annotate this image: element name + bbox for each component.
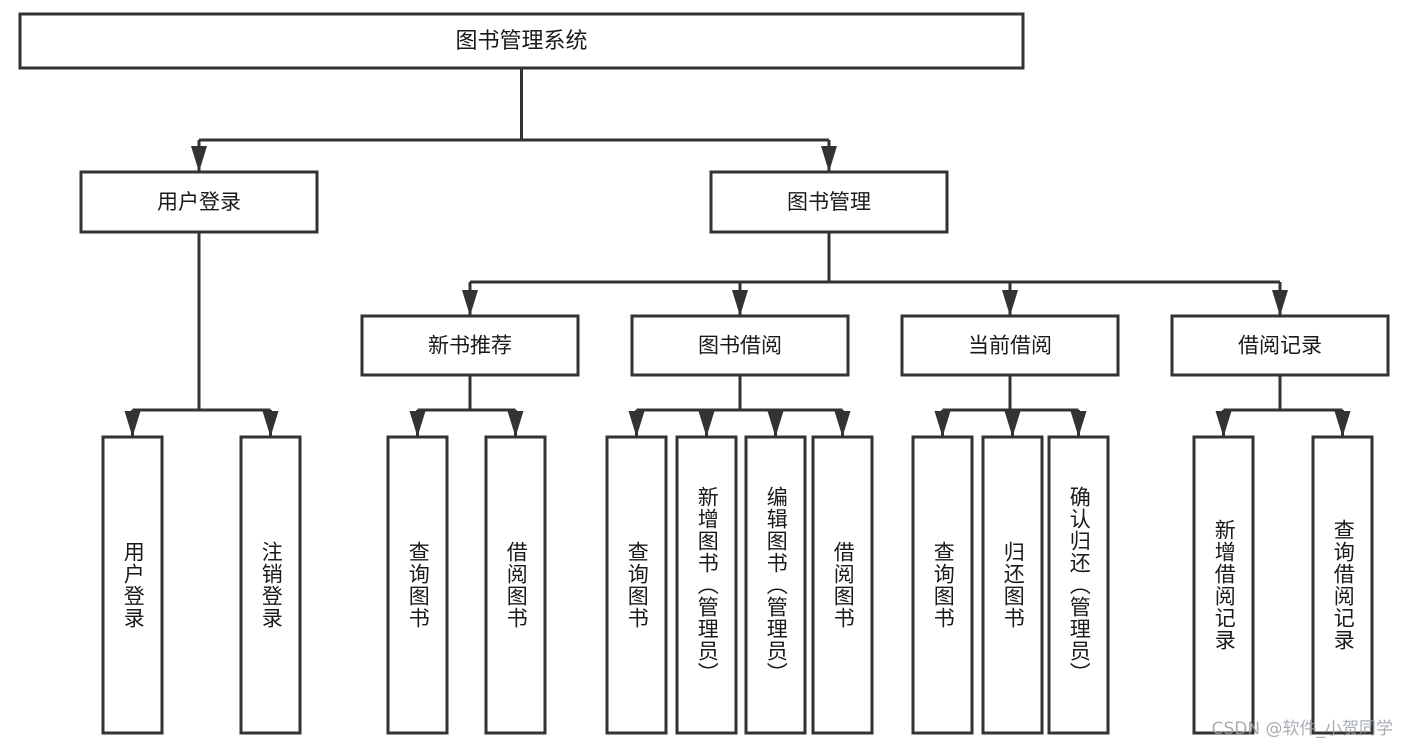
arrow-head-icon	[1002, 290, 1018, 316]
node-return-book[interactable]	[981, 435, 1044, 735]
node-box	[1170, 314, 1390, 377]
node-box	[79, 170, 319, 234]
node-label: 当前借阅	[968, 334, 1052, 358]
node-box	[981, 435, 1044, 735]
node-box	[239, 435, 302, 735]
node-label: 用户登录	[157, 190, 241, 214]
arrow-head-icon	[1334, 411, 1351, 437]
node-borrow-records[interactable]: 借阅记录	[1170, 314, 1390, 377]
node-box	[900, 314, 1120, 377]
node-box	[386, 435, 449, 735]
node-box	[911, 435, 974, 735]
node-label: 图书管理系统	[455, 29, 587, 54]
arrow-head-icon	[1070, 411, 1087, 437]
node-box	[101, 435, 164, 735]
node-add-book-admin[interactable]	[675, 435, 738, 735]
node-user-logout[interactable]	[239, 435, 302, 735]
arrow-head-icon	[821, 146, 837, 172]
arrow-head-icon	[1004, 411, 1021, 437]
arrow-head-icon	[767, 411, 784, 437]
node-borrow-book-1[interactable]	[484, 435, 547, 735]
node-box	[1192, 435, 1255, 735]
node-query-book-2[interactable]	[605, 435, 668, 735]
node-query-book-1[interactable]	[386, 435, 449, 735]
node-book-borrow[interactable]: 图书借阅	[630, 314, 850, 377]
node-query-book-3[interactable]	[911, 435, 974, 735]
connectors-layer	[124, 68, 1351, 437]
arrow-head-icon	[834, 411, 851, 437]
node-box	[709, 170, 949, 234]
node-user-login[interactable]: 用户登录	[79, 170, 319, 234]
node-label: 图书管理	[787, 190, 871, 214]
node-confirm-return-admin[interactable]	[1047, 435, 1110, 735]
node-box	[484, 435, 547, 735]
node-query-borrow-record[interactable]	[1311, 435, 1374, 735]
node-root[interactable]: 图书管理系统	[18, 12, 1025, 70]
arrow-head-icon	[507, 411, 524, 437]
arrow-head-icon	[1215, 411, 1232, 437]
node-new-book-recommend[interactable]: 新书推荐	[360, 314, 580, 377]
arrow-head-icon	[262, 411, 279, 437]
node-label: 新书推荐	[428, 334, 512, 358]
node-box	[744, 435, 807, 735]
node-box	[1311, 435, 1374, 735]
node-box	[1047, 435, 1110, 735]
node-box	[360, 314, 580, 377]
node-box	[675, 435, 738, 735]
arrow-head-icon	[732, 290, 748, 316]
arrow-head-icon	[628, 411, 645, 437]
node-box	[630, 314, 850, 377]
node-box	[605, 435, 668, 735]
node-borrow-book-2[interactable]	[811, 435, 874, 735]
arrow-head-icon	[934, 411, 951, 437]
arrow-head-icon	[124, 411, 141, 437]
node-label: 借阅记录	[1238, 334, 1322, 358]
node-add-borrow-record[interactable]	[1192, 435, 1255, 735]
arrow-head-icon	[1272, 290, 1288, 316]
node-current-borrow[interactable]: 当前借阅	[900, 314, 1120, 377]
arrow-head-icon	[191, 146, 207, 172]
node-book-manage[interactable]: 图书管理	[709, 170, 949, 234]
node-user-login-do[interactable]	[101, 435, 164, 735]
node-box	[18, 12, 1025, 70]
node-label: 图书借阅	[698, 334, 782, 358]
arrow-head-icon	[698, 411, 715, 437]
node-box	[811, 435, 874, 735]
arrow-head-icon	[409, 411, 426, 437]
arrow-head-icon	[462, 290, 478, 316]
node-edit-book-admin[interactable]	[744, 435, 807, 735]
